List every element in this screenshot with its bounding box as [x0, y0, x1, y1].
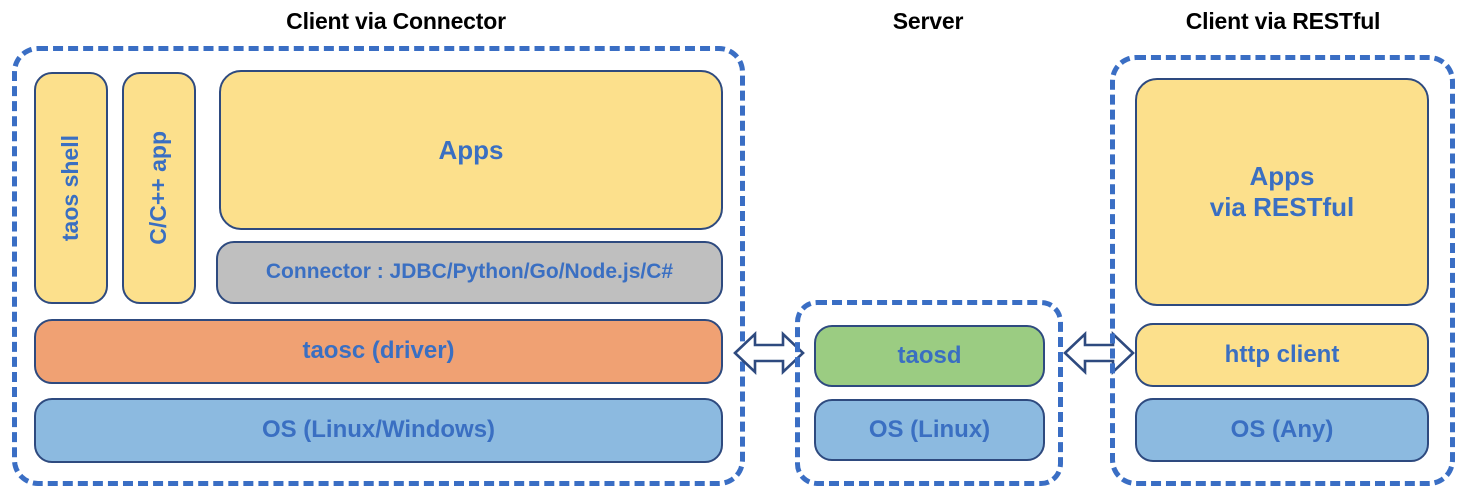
box-apps-via-restful[interactable]: Apps via RESTful	[1135, 78, 1429, 306]
box-os-linux[interactable]: OS (Linux)	[814, 399, 1045, 461]
box-apps-connector[interactable]: Apps	[219, 70, 723, 230]
box-http-client[interactable]: http client	[1135, 323, 1429, 387]
box-c-cpp-app[interactable]: C/C++ app	[122, 72, 196, 304]
group-client-via-restful	[1110, 55, 1455, 486]
box-taosc-driver[interactable]: taosc (driver)	[34, 319, 723, 384]
box-os-linux-windows[interactable]: OS (Linux/Windows)	[34, 398, 723, 463]
box-c-cpp-app-label: C/C++ app	[145, 131, 172, 245]
box-taosd[interactable]: taosd	[814, 325, 1045, 387]
caption-client-via-connector: Client via Connector	[286, 8, 506, 34]
caption-client-via-restful: Client via RESTful	[1185, 8, 1381, 34]
box-connector-list[interactable]: Connector : JDBC/Python/Go/Node.js/C#	[216, 241, 723, 304]
group-client-via-connector	[12, 46, 745, 486]
box-taos-shell[interactable]: taos shell	[34, 72, 108, 304]
box-taos-shell-label: taos shell	[57, 134, 84, 242]
bidirectional-arrow-icon-left	[733, 327, 805, 379]
bidirectional-arrow-icon-right	[1063, 327, 1135, 379]
caption-server: Server	[892, 8, 964, 34]
group-server	[795, 300, 1063, 486]
box-os-any[interactable]: OS (Any)	[1135, 398, 1429, 462]
